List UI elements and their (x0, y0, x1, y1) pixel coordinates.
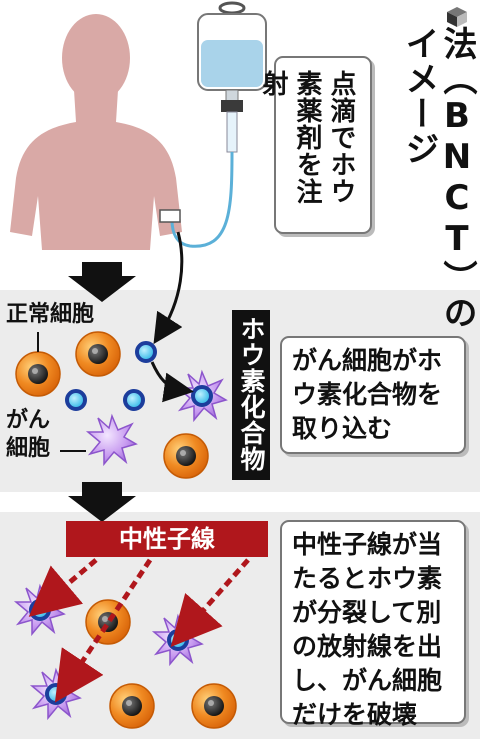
normal-cell (163, 433, 209, 479)
normal-cell (75, 331, 121, 377)
boron-compound (65, 389, 87, 411)
normal-cell (85, 599, 131, 645)
cancer-cell-label-2: 細胞 (6, 436, 51, 461)
uptake-note: がん細胞がホウ素化合物を取り込む (280, 336, 466, 454)
step-arrow-2 (68, 482, 136, 522)
cancer-cell-label-1: がん (6, 408, 51, 433)
iv-bag (197, 1, 267, 153)
cancer-cell (87, 415, 137, 465)
neutron-beam (170, 558, 250, 647)
neutron-note-text: 中性子線が当たるとホウ素が分裂して別の放射線を出し、がん細胞だけを破壊 (292, 530, 443, 729)
diagram-title: ホウ素中性子捕捉療法（BNCT）のイメージ (399, 26, 480, 341)
iv-tube (170, 151, 234, 248)
boron-compound (123, 389, 145, 411)
uptake-note-text: がん細胞がホウ素化合物を取り込む (292, 346, 443, 443)
boron-compound (135, 341, 157, 363)
normal-cell (109, 683, 155, 729)
normal-cell-label: 正常細胞 (6, 302, 95, 327)
uptake-arrow (150, 361, 194, 403)
neutron-note: 中性子線が当たるとホウ素が分裂して別の放射線を出し、がん細胞だけを破壊 (280, 520, 466, 729)
step-arrow-1 (68, 262, 136, 302)
normal-cell (191, 683, 237, 729)
boron-compound-label-box: ホウ素化合物 (232, 310, 270, 480)
iv-note: 点滴でホウ素薬剤を注射 (258, 56, 372, 234)
neutron-beam (28, 558, 98, 617)
normal-cell (15, 351, 61, 397)
patient-silhouette (10, 14, 182, 250)
iv-patch (159, 209, 181, 223)
iv-note-text: 点滴でホウ素薬剤を注射 (258, 70, 356, 205)
boron-inside (191, 385, 213, 407)
flow-arrow (153, 231, 184, 345)
boron-compound-label: ホウ素化合物 (237, 316, 266, 472)
neutron-beam-label: 中性子線 (66, 521, 268, 557)
cube-logo-icon (447, 7, 467, 27)
